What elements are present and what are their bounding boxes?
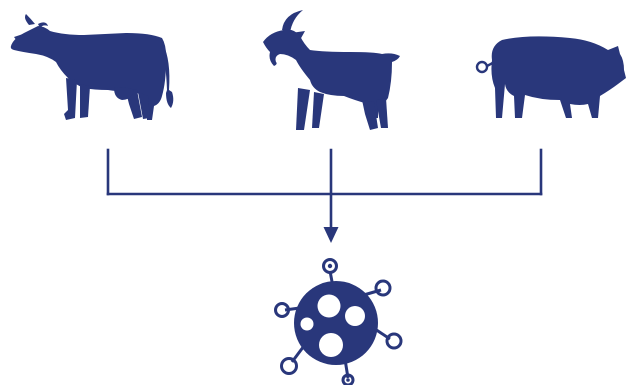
arrowhead-icon: [323, 227, 339, 243]
pig-icon: [475, 36, 626, 118]
goat-icon: [263, 10, 400, 130]
virus-icon: [274, 258, 403, 385]
connector-lines: [106, 148, 543, 230]
cow-icon: [10, 14, 174, 120]
